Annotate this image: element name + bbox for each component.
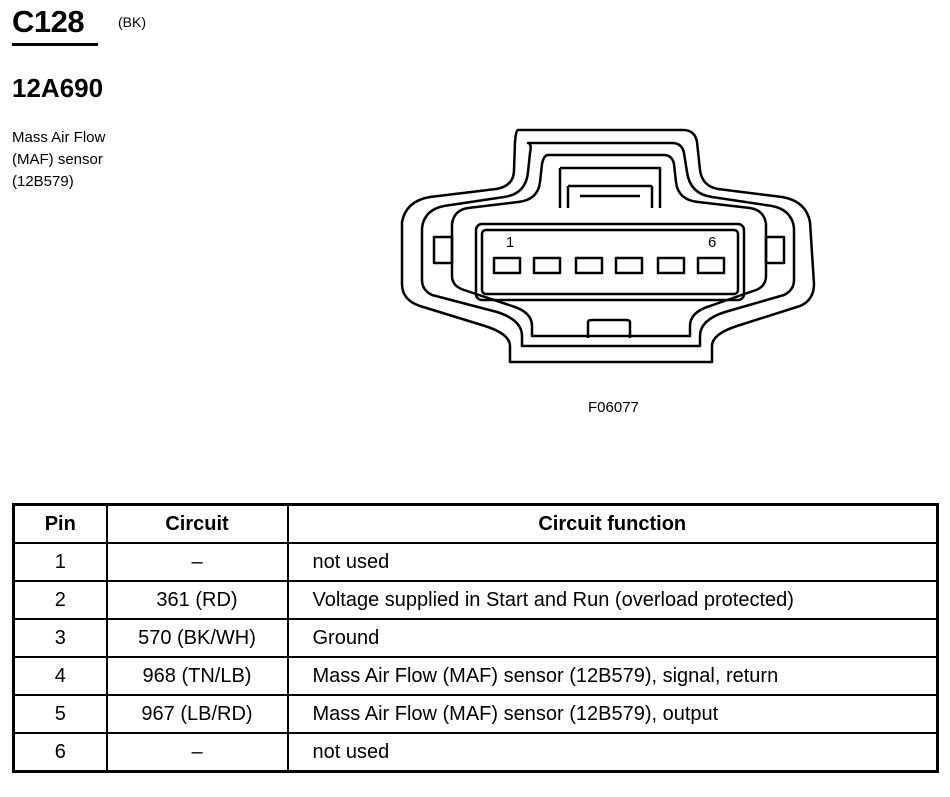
pin-cell: 4: [12, 656, 108, 696]
table-row: 6 – not used: [12, 732, 939, 773]
function-cell: not used: [286, 542, 939, 582]
component-desc-line: Mass Air Flow: [12, 129, 106, 146]
table-row: 1 – not used: [12, 542, 939, 582]
connector-id: C128: [12, 4, 85, 39]
terminal: [656, 256, 686, 275]
header-circuit-function: Circuit function: [286, 503, 939, 544]
pin-cavity-inner: [480, 228, 740, 296]
connector-outer-body: [400, 128, 816, 364]
function-cell: Ground: [286, 618, 939, 658]
pin-table: Pin Circuit Circuit function 1 – not use…: [12, 503, 939, 773]
terminal: [492, 256, 522, 275]
component-desc-line: (MAF) sensor: [12, 151, 103, 168]
connector-shroud: [450, 153, 768, 338]
circuit-cell: 570 (BK/WH): [105, 618, 289, 658]
connector-face-drawing: 1 6: [400, 128, 816, 364]
figure-id: F06077: [588, 399, 639, 416]
bottom-key: [586, 318, 632, 338]
component-description: Mass Air Flow (MAF) sensor (12B579): [12, 127, 105, 193]
right-tab: [764, 235, 786, 265]
circuit-cell: 968 (TN/LB): [105, 656, 289, 696]
pin-cavity: [474, 222, 746, 302]
table-row: 5 967 (LB/RD) Mass Air Flow (MAF) sensor…: [12, 694, 939, 734]
latch-bar: [566, 184, 654, 208]
pin-cell: 2: [12, 580, 108, 620]
connector-color: (BK): [118, 14, 146, 30]
table-header-row: Pin Circuit Circuit function: [12, 503, 939, 544]
pin-cell: 1: [12, 542, 108, 582]
table-row: 2 361 (RD) Voltage supplied in Start and…: [12, 580, 939, 620]
function-cell: not used: [286, 732, 939, 773]
table-row: 3 570 (BK/WH) Ground: [12, 618, 939, 658]
left-tab: [432, 235, 454, 265]
pin-cell: 6: [12, 732, 108, 773]
latch-frame: [558, 166, 662, 208]
table-row: 4 968 (TN/LB) Mass Air Flow (MAF) sensor…: [12, 656, 939, 696]
connector-id-underline: [12, 43, 98, 46]
terminal: [532, 256, 562, 275]
pin-label-6: 6: [708, 234, 716, 251]
terminal: [696, 256, 726, 275]
circuit-cell: –: [105, 542, 289, 582]
header-pin: Pin: [12, 503, 108, 544]
function-cell: Voltage supplied in Start and Run (overl…: [286, 580, 939, 620]
circuit-cell: 967 (LB/RD): [105, 694, 289, 734]
pin-cell: 3: [12, 618, 108, 658]
terminal: [614, 256, 644, 275]
pin-label-1: 1: [506, 234, 514, 251]
terminal: [574, 256, 604, 275]
header-circuit: Circuit: [105, 503, 289, 544]
pin-cell: 5: [12, 694, 108, 734]
circuit-cell: –: [105, 732, 289, 773]
part-number: 12A690: [12, 73, 104, 103]
function-cell: Mass Air Flow (MAF) sensor (12B579), sig…: [286, 656, 939, 696]
circuit-cell: 361 (RD): [105, 580, 289, 620]
function-cell: Mass Air Flow (MAF) sensor (12B579), out…: [286, 694, 939, 734]
connector-inner-contour: [420, 141, 796, 348]
component-desc-line: (12B579): [12, 173, 74, 190]
